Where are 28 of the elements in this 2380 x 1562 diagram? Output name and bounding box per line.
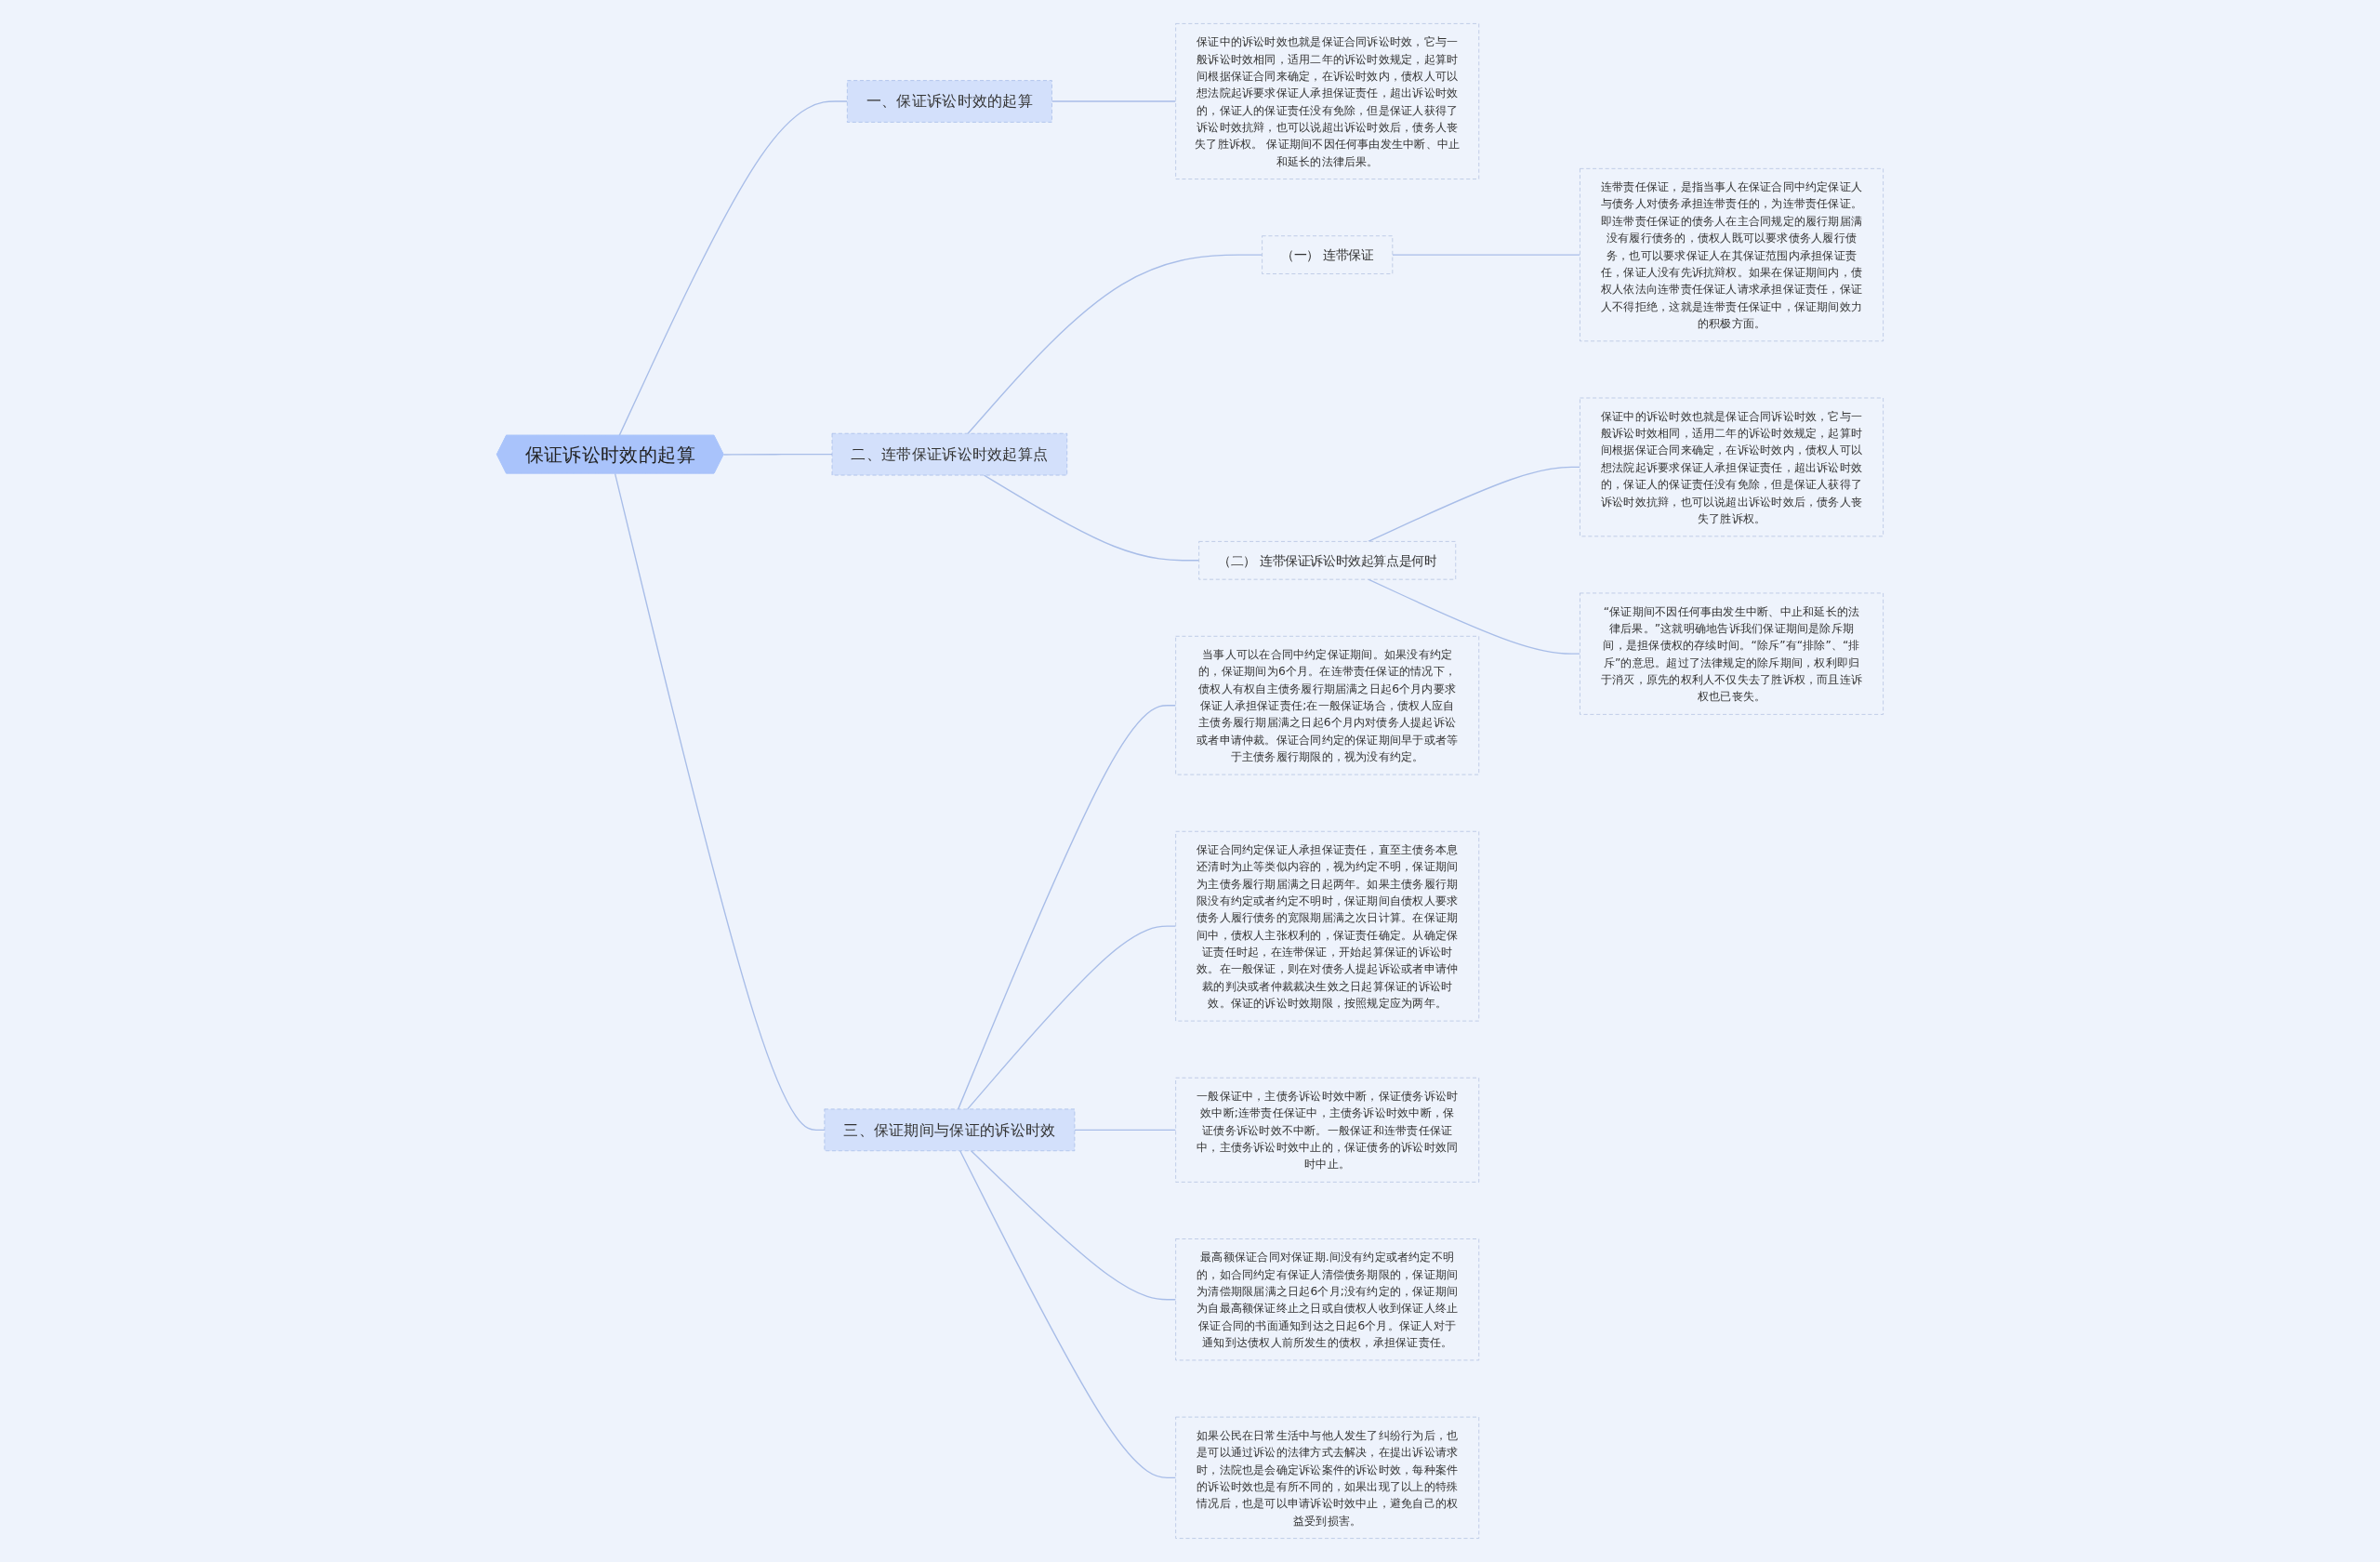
- node-box: 最高额保证合同对保证期.间没有约定或者约定不明的，如合同约定有保证人清偿债务期限的，保证期间为清偿期限届满之日起6个月;没有约定的，保证期间为自最高额保证终止之日或自债权人收到保证人终止保证合同的书面通知到达之日起6个月。保证人对于通知到达债权人前所发生的债权，承担保证责任。: [1175, 1238, 1480, 1361]
- node-box: 如果公民在日常生活中与他人发生了纠纷行为后，也是可以通过诉讼的法律方式去解决，在提出诉讼请求时，法院也是会确定诉讼案件的诉讼时效，每种案件的诉讼时效也是有所不同的，如果出现了以上的特殊情况后，也是可以申请诉讼时效中止，避免自己的权益受到损害。: [1175, 1416, 1480, 1539]
- node-box: 二、连带保证诉讼时效起算点: [831, 432, 1068, 476]
- connector: [1051, 100, 1177, 102]
- connector: [970, 1150, 1177, 1301]
- node-box: （二） 连带保证诉讼时效起算点是何时: [1198, 541, 1457, 580]
- connector: [722, 453, 833, 456]
- connector: [958, 705, 1177, 1110]
- connector: [959, 1150, 1177, 1478]
- node-box: 一、保证诉讼时效的起算: [847, 80, 1052, 123]
- connector: [1368, 578, 1581, 655]
- connector: [1074, 1129, 1177, 1131]
- connector: [967, 925, 1177, 1110]
- connector: [1368, 466, 1581, 543]
- node-box: 当事人可以在合同中约定保证期间。如果没有约定的，保证期间为6个月。在连带责任保证的情况下，债权人有权自主债务履行期届满之日起6个月内要求保证人承担保证责任;在一般保证场合，债权人应自主债务履行期届满之日起6个月内对债务人提起诉讼或者申请仲裁。保证合同约定的保证期间早于或者等于主债务履行期限的，视为没有约定。: [1175, 636, 1480, 775]
- connector: [967, 254, 1263, 434]
- node-box: “保证期间不因任何事由发生中断、中止和延长的法律后果。”这就明确地告诉我们保证期间是除斥期间，是担保债权的存续时间。“除斥”有“排除”、“排斥”的意思。超过了法律规定的除斥期间，权利即归于消灭，原先的权利人不仅失去了胜诉权，而且连诉权也已丧失。: [1580, 592, 1884, 715]
- node-box: 保证中的诉讼时效也就是保证合同诉讼时效，它与一般诉讼时效相同，适用二年的诉讼时效规定，起算时间根据保证合同来确定，在诉讼时效内，债权人可以想法院起诉要求保证人承担保证责任，超出诉讼时效的，保证人的保证责任没有免除，但是保证人获得了诉讼时效抗辩，也可以说超出诉讼时效后，债务人丧失了胜诉权。: [1580, 397, 1884, 537]
- connector: [618, 100, 848, 437]
- node-box: 一般保证中，主债务诉讼时效中断，保证债务诉讼时效中断;连带责任保证中，主债务诉讼时效中断，保证债务诉讼时效不中断。一般保证和连带责任保证中，主债务诉讼时效中止的，保证债务的诉讼时效同时中止。: [1175, 1077, 1480, 1183]
- node-box: 三、保证期间与保证的诉讼时效: [824, 1108, 1076, 1152]
- node-box: 保证合同约定保证人承担保证责任，直至主债务本息还清时为止等类似内容的，视为约定不明，保证期间为主债务履行期届满之日起两年。如果主债务履行期限没有约定或者约定不明时，保证期间自债权人要求债务人履行债务的宽限期届满之次日计算。在保证期间中，债权人主张权利的，保证责任确定。从确定保证责任时起，在连带保证，开始起算保证的诉讼时效。在一般保证，则在对债务人提起诉讼或者申请仲裁的判决或者仲裁裁决生效之日起算保证的诉讼时效。保证的诉讼时效期限，按照规定应为两年。: [1175, 830, 1480, 1022]
- connector: [983, 474, 1200, 562]
- connector: [1392, 254, 1581, 256]
- node-box: 保证中的诉讼时效也就是保证合同诉讼时效，它与一般诉讼时效相同，适用二年的诉讼时效规定，起算时间根据保证合同来确定，在诉讼时效内，债权人可以想法院起诉要求保证人承担保证责任，超出诉讼时效的，保证人的保证责任没有免除，但是保证人获得了诉讼时效抗辩，也可以说超出诉讼时效后，债务人丧失了胜诉权。 保证期间不因任何事由发生中断、中止和延长的法律后果。: [1175, 23, 1480, 179]
- node-box: （一） 连带保证: [1262, 235, 1394, 274]
- connector: [614, 472, 826, 1131]
- node-box: 连带责任保证，是指当事人在保证合同中约定保证人与债务人对债务承担连带责任的，为连带责任保证。即连带责任保证的债务人在主合同规定的履行期届满没有履行债务的，债权人既可以要求债务人履行债务，也可以要求保证人在其保证范围内承担保证责任，保证人没有先诉抗辩权。如果在保证期间内，债权人依法向连带责任保证人请求承担保证责任，保证人不得拒绝，这就是连带责任保证中，保证期间效力的积极方面。: [1580, 168, 1884, 342]
